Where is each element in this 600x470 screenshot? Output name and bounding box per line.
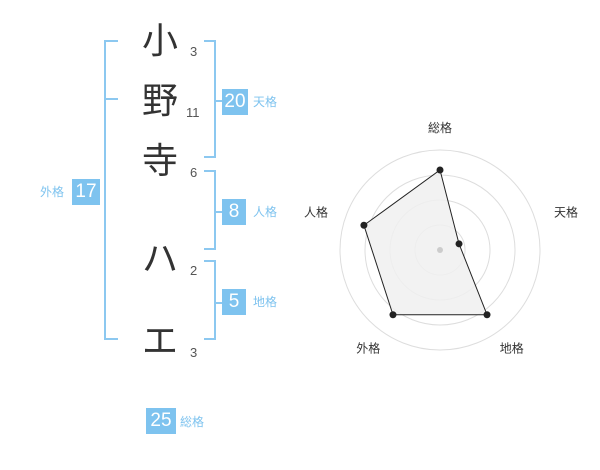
- name-char-2: 野: [141, 81, 178, 122]
- tenkaku-connector: [214, 100, 222, 102]
- jinkaku-label: 人格: [253, 205, 278, 219]
- gaikaku-bracket: [104, 40, 106, 340]
- stroke-count-1: 3: [190, 44, 198, 59]
- name-char-5: エ: [141, 321, 178, 362]
- tenkaku-bracket: [214, 40, 216, 158]
- chikaku-connector: [214, 302, 222, 304]
- radar-ring-4: [339, 149, 541, 351]
- soukaku-label: 総格: [180, 415, 205, 429]
- radar-point-3: [389, 311, 397, 319]
- radar-points: [360, 166, 491, 319]
- soukaku-value: 25: [146, 408, 176, 434]
- name-char-1: 小: [141, 21, 178, 62]
- radar-axis-label-3: 外格: [356, 341, 380, 356]
- gaikaku-bracket-top: [104, 40, 118, 42]
- radar-axis-label-4: 人格: [304, 204, 328, 219]
- jinkaku-bracket-bottom: [204, 248, 216, 250]
- radar-axis-label-2: 地格: [500, 341, 524, 356]
- jinkaku-connector: [214, 211, 222, 213]
- tenkaku-label: 天格: [253, 95, 278, 109]
- radar-point-0: [436, 166, 444, 174]
- chikaku-value: 5: [222, 289, 246, 315]
- radar-axis-label-0: 総格: [428, 120, 452, 135]
- stroke-count-2: 11: [186, 105, 200, 120]
- radar-point-1: [455, 240, 463, 248]
- radar-series-polygon: [363, 169, 488, 316]
- stroke-count-4: 2: [190, 263, 198, 278]
- stroke-count-5: 3: [190, 345, 198, 360]
- chikaku-bracket-top: [204, 260, 216, 262]
- gaikaku-value: 17: [72, 179, 100, 205]
- tenkaku-bracket-top: [204, 40, 216, 42]
- chikaku-bracket: [214, 260, 216, 340]
- jinkaku-bracket: [214, 170, 216, 250]
- gaikaku-bracket-bottom: [104, 338, 118, 340]
- tenkaku-bracket-bottom: [204, 156, 216, 158]
- gaikaku-bracket-mid: [104, 98, 118, 100]
- radar-axis-label-1: 天格: [554, 204, 578, 219]
- radar-point-2: [483, 311, 491, 319]
- gaikaku-label: 外格: [40, 185, 65, 199]
- radar-point-4: [360, 221, 368, 229]
- chikaku-label: 地格: [253, 295, 278, 309]
- stroke-count-3: 6: [190, 165, 198, 180]
- radar-center-dot: [437, 247, 443, 253]
- tenkaku-value: 20: [222, 89, 248, 115]
- name-char-3: 寺: [141, 141, 178, 182]
- jinkaku-value: 8: [222, 199, 246, 225]
- jinkaku-bracket-top: [204, 170, 216, 172]
- chikaku-bracket-bottom: [204, 338, 216, 340]
- name-char-4: ハ: [141, 239, 178, 280]
